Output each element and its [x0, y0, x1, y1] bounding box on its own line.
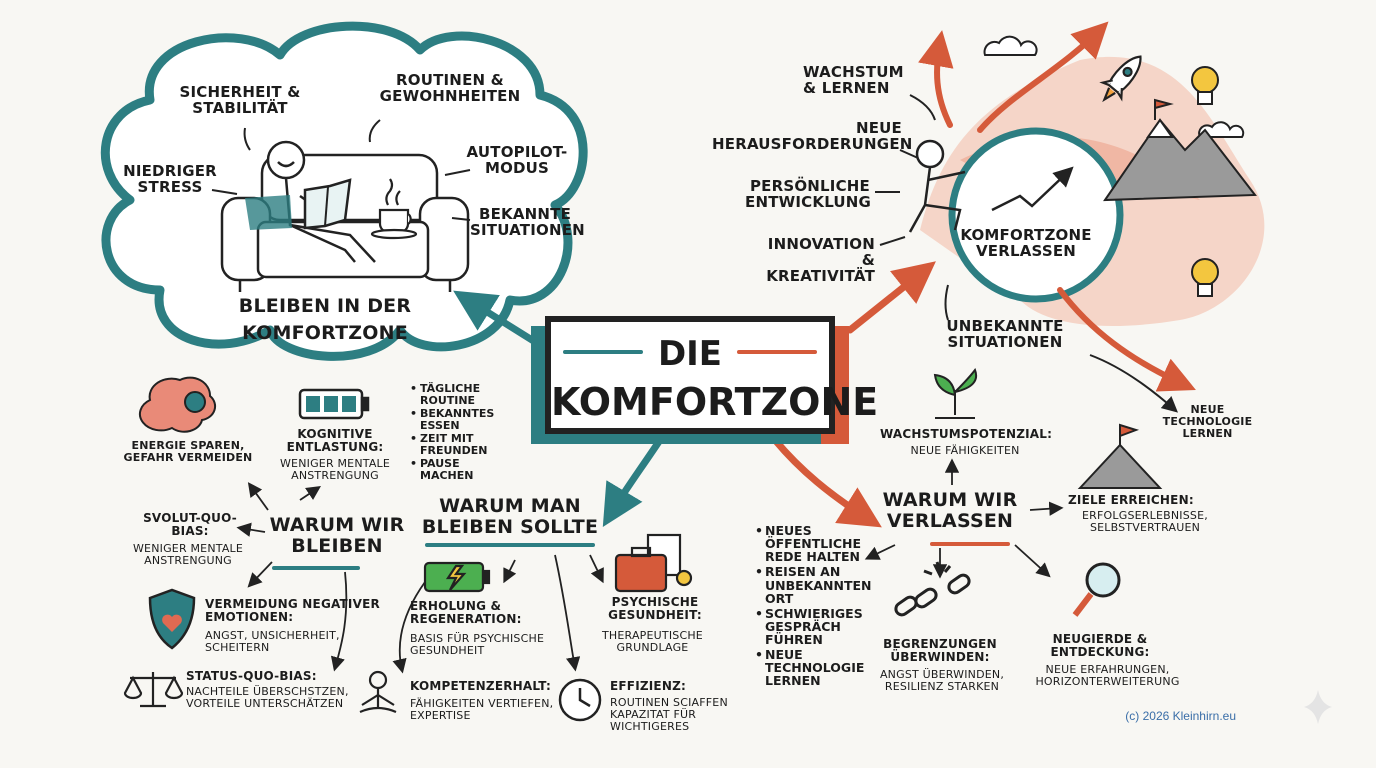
charging-battery-icon — [423, 561, 491, 593]
comfort-circle — [948, 127, 1124, 303]
label-innovation: INNOVATION & KREATIVITÄT — [766, 235, 875, 286]
limits-title: BEGRENZUNGEN ÜBERWINDEN: — [883, 637, 997, 664]
label-challenges: NEUE HERAUSFORDERUNGEN — [712, 119, 913, 154]
label-unknown-situations: UNBEKANNTE SITUATIONEN — [946, 317, 1064, 352]
light-bulb-icon-2 — [1191, 258, 1219, 297]
stay-avoid-text: ANGST, UNSICHERHEIT, SCHEITERN — [205, 629, 340, 654]
climbing-person-icon — [908, 139, 966, 233]
breakout-arrows — [918, 21, 1196, 392]
label-autopilot: AUTOPILOT- MODUS — [466, 143, 568, 178]
leave-heading-underline — [930, 542, 1010, 546]
stay-status-text: NACHTEILE ÜBERSCHSTZEN, VORTEILE UNTERSC… — [186, 685, 349, 710]
title-box: DIE KOMFORTZONE — [545, 316, 879, 434]
limits-text: ANGST ÜBERWINDEN, RESILIENZ STARKEN — [879, 668, 1005, 693]
mountains-icon — [1103, 98, 1257, 202]
leave-example-item: REISEN AN UNBEKANNTEN ORT — [755, 565, 872, 605]
recovery-text: BASIS FÜR PSYCHISCHE GESUNDHEIT — [410, 632, 545, 657]
goals-title: ZIELE ERREICHEN: — [1068, 493, 1194, 507]
battery-icon — [298, 388, 370, 420]
label-new-tech: NEUE TECHNOLOGIE LERNEN — [1162, 403, 1253, 440]
shield-heart-icon — [148, 588, 196, 650]
circle-title: KOMFORTZONE VERLASSEN — [960, 226, 1092, 261]
stay-examples-list: TÄGLICHE ROUTINE BEKANNTES ESSEN ZEIT MI… — [410, 383, 515, 483]
briefcase-icon — [614, 533, 693, 593]
cloud-title-line-1: BLEIBEN IN DER — [238, 295, 412, 317]
growth-arrow-in-circle — [991, 166, 1074, 212]
pillow-icon — [245, 195, 292, 230]
book-icon — [303, 178, 352, 230]
brain-icon — [138, 376, 217, 433]
title-line-2: KOMFORTZONE — [551, 380, 879, 424]
stay-example-item: PAUSE MACHEN — [410, 458, 515, 481]
potential-text: NEUE FÄHIGKEITEN — [910, 444, 1020, 457]
leave-arrows — [864, 458, 1064, 579]
sparkle-icon — [1304, 690, 1332, 724]
cloud-title-line-2: KOMFORTZONE — [242, 322, 408, 344]
sky-cloud-icon — [983, 35, 1245, 138]
rocket-icon — [1099, 55, 1142, 103]
stay-example-item: TÄGLICHE ROUTINE — [410, 383, 515, 406]
title-bar-teal — [563, 350, 643, 354]
stay-arrows — [236, 482, 348, 672]
plant-icon — [933, 367, 977, 419]
stay-energy: ENERGIE SPAREN, GEFAHR VERMEIDEN — [123, 439, 253, 464]
label-low-stress: NIEDRIGER STRESS — [123, 162, 217, 197]
coffee-cup-icon — [370, 178, 418, 240]
stay-example-item: ZEIT MIT FREUNDEN — [410, 433, 515, 456]
stay-example-item: BEKANNTES ESSEN — [410, 408, 515, 431]
curiosity-title: NEUGIERDE & ENTDECKUNG: — [1050, 632, 1150, 659]
competence-title: KOMPETENZERHALT: — [410, 679, 551, 693]
stay-svolut-title: SVOLUT-QUO- BIAS: — [143, 511, 237, 538]
stay-svolut-text: WENIGER MENTALE ANSTRENGUNG — [132, 542, 244, 567]
leave-examples-list: NEUES ÖFFENTLICHE REDE HALTEN REISEN AN … — [755, 524, 872, 690]
summit-mountain-icon — [1077, 423, 1163, 489]
magnifier-icon — [1072, 562, 1121, 617]
title-connectors — [453, 261, 936, 528]
potential-title: WACHSTUMSPOTENZIAL: — [880, 427, 1053, 441]
leave-example-item: NEUE TECHNOLOGIE LERNEN — [755, 648, 865, 688]
label-security: SICHERHEIT & STABILITÄT — [179, 83, 301, 118]
stay-heading: WARUM WIR BLEIBEN — [269, 514, 405, 557]
watermark: (c) 2026 Kleinhirn.eu — [1125, 709, 1236, 723]
should-stay-arrows — [392, 554, 604, 674]
label-growth: WACHSTUM & LERNEN — [803, 63, 904, 98]
stay-avoid-title: VERMEIDUNG NEGATIVER EMOTIONEN: — [205, 597, 380, 624]
cloud-pointer-lines — [211, 119, 471, 221]
recovery-title: ERHOLUNG & REGENERATION: — [410, 599, 522, 626]
circle-pointer-lines — [875, 94, 1178, 413]
goals-text: ERFOLGSERLEBNISSE, SELBSTVERTRAUEN — [1082, 509, 1208, 534]
competence-text: FÄHIGKEITEN VERTIEFEN, EXPERTISE — [410, 697, 554, 722]
leave-heading: WARUM WIR VERLASSEN — [882, 489, 1018, 532]
scales-icon — [123, 672, 184, 708]
label-routines: ROUTINEN & GEWOHNHEITEN — [379, 71, 521, 106]
stay-status-title: STATUS-QUO-BIAS: — [186, 669, 317, 683]
broken-chain-icon — [894, 561, 971, 617]
efficiency-title: EFFIZIENZ: — [610, 679, 686, 693]
curiosity-text: NEUE ERFAHRUNGEN, HORIZONTERWEITERUNG — [1035, 663, 1180, 688]
label-known-situations: BEKANNTE SITUATIONEN — [470, 205, 585, 240]
clock-icon — [558, 678, 602, 722]
title-line-1: DIE — [657, 334, 723, 374]
psych-text: THERAPEUTISCHE GRUNDLAGE — [602, 629, 703, 654]
label-development: PERSÖNLICHE ENTWICKLUNG — [745, 177, 872, 212]
meditation-icon — [359, 670, 397, 714]
stay-cognitive-title: KOGNITIVE ENTLASTUNG: — [286, 427, 384, 454]
psych-title: PSYCHISCHE GESUNDHEIT: — [608, 595, 702, 622]
light-bulb-icon — [1191, 66, 1219, 105]
stay-cognitive-text: WENIGER MENTALE ANSTRENGUNG — [279, 457, 391, 482]
leave-example-item: SCHWIERIGES GESPRÄCH FÜHREN — [755, 607, 865, 647]
efficiency-text: ROUTINEN SCIAFFEN KAPAZITAT FÜR WICHTIGE… — [610, 696, 728, 733]
leave-example-item: NEUES ÖFFENTLICHE REDE HALTEN — [755, 524, 865, 564]
should-stay-heading: WARUM MAN BLEIBEN SOLLTE — [421, 495, 599, 538]
title-bar-coral — [737, 350, 817, 354]
should-stay-underline — [425, 543, 595, 547]
stay-heading-underline — [272, 566, 360, 570]
